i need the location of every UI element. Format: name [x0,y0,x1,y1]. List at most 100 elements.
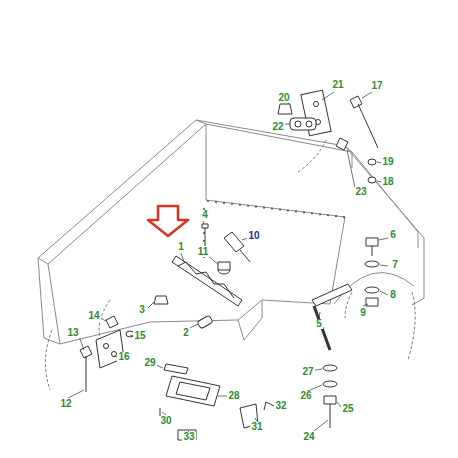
callout-number: 24 [302,432,315,442]
callout-number: 12 [59,399,72,409]
floor-hole [247,205,249,207]
leader-line [347,150,355,188]
leader-line [380,291,388,295]
leader-line [156,365,163,368]
callout-number: 19 [381,157,394,167]
nut [278,104,292,114]
floor-hole [327,214,329,216]
bolt-head [366,238,378,246]
callout-number: 33 [182,432,195,442]
callout-number: 22 [271,122,284,132]
washer [365,261,379,267]
front-face [38,258,60,344]
callout-number: 15 [133,331,146,341]
callout-number: 26 [299,391,312,401]
leader-line [68,390,84,398]
callout-number: 28 [227,391,240,401]
bolt-shank [86,356,87,392]
washer [368,177,376,183]
leader-line [162,412,166,415]
floor-hole [343,216,345,218]
hinge-pad [290,118,316,130]
bolt-shank [358,104,378,148]
floor-hole [215,201,217,203]
callout-number: 10 [247,231,260,241]
floor-back-edge [206,200,345,217]
floor-hole [231,203,233,205]
callout-number: 5 [315,319,323,329]
guide-curve [298,140,326,172]
callout-number: 25 [341,404,354,414]
guide-curve [45,330,52,390]
indicator-arrow [148,206,188,236]
washer [365,287,379,293]
callout-number: 7 [391,260,399,270]
bolt-head [324,396,336,404]
leader-line [285,124,290,125]
hinge-hole [314,102,319,107]
bolt-head [350,96,362,108]
leader-line [314,420,328,431]
callout-number: 16 [117,352,130,362]
callout-number: 17 [370,81,383,91]
callout-number: 23 [354,187,367,197]
leader-line [79,336,84,350]
floor-hole [263,207,265,209]
step-bracket [164,364,188,374]
bracket-profile [178,262,234,298]
spacer-body [218,262,230,270]
callout-number: 27 [301,367,314,377]
leader-line [190,324,198,328]
washer [323,381,337,387]
callout-number: 2 [182,328,190,338]
leader-line [380,265,388,266]
hinge-plate [96,330,124,368]
stay-rod [314,306,330,350]
nut [106,316,118,328]
callout-number: 32 [274,401,287,411]
floor-hole [319,213,321,215]
guide-curve [345,292,352,318]
floor-hole [279,208,281,210]
callout-number: 14 [87,311,100,321]
leader-line [319,312,320,318]
clip [336,138,348,150]
washer [368,159,376,165]
step [166,376,220,406]
callout-number: 29 [143,358,156,368]
floor-hole [271,208,273,210]
leader-line [208,256,218,264]
pad-hole [295,121,301,127]
hinge-hole [104,344,109,349]
callout-number: 1 [177,242,185,252]
floor-hole [255,206,257,208]
bush [197,315,213,329]
leader-line [322,92,334,100]
floor-hole [311,212,313,214]
callout-number: 8 [389,290,397,300]
leader-line [100,318,106,321]
bolt-shank [330,404,331,428]
pad-hole [306,121,312,127]
clip [154,296,168,304]
guide-curve [408,292,415,360]
bolt-shank [240,250,250,262]
rail-bracket [172,256,242,306]
bolt-shank [372,246,373,256]
callout-number: 9 [359,308,367,318]
callout-number: 30 [159,416,172,426]
tail-corner [238,300,262,340]
nut [366,298,378,306]
floor-hole [223,202,225,204]
leader-line [203,221,204,224]
bolt-head [202,224,208,228]
callout-number: 6 [389,230,397,240]
wall-inner-corner [206,124,207,200]
leader-line [363,304,368,306]
stay [312,284,352,306]
leader-line [148,302,154,308]
right-rail [345,146,424,298]
leader-line [181,253,184,262]
callout-number: 3 [138,305,146,315]
